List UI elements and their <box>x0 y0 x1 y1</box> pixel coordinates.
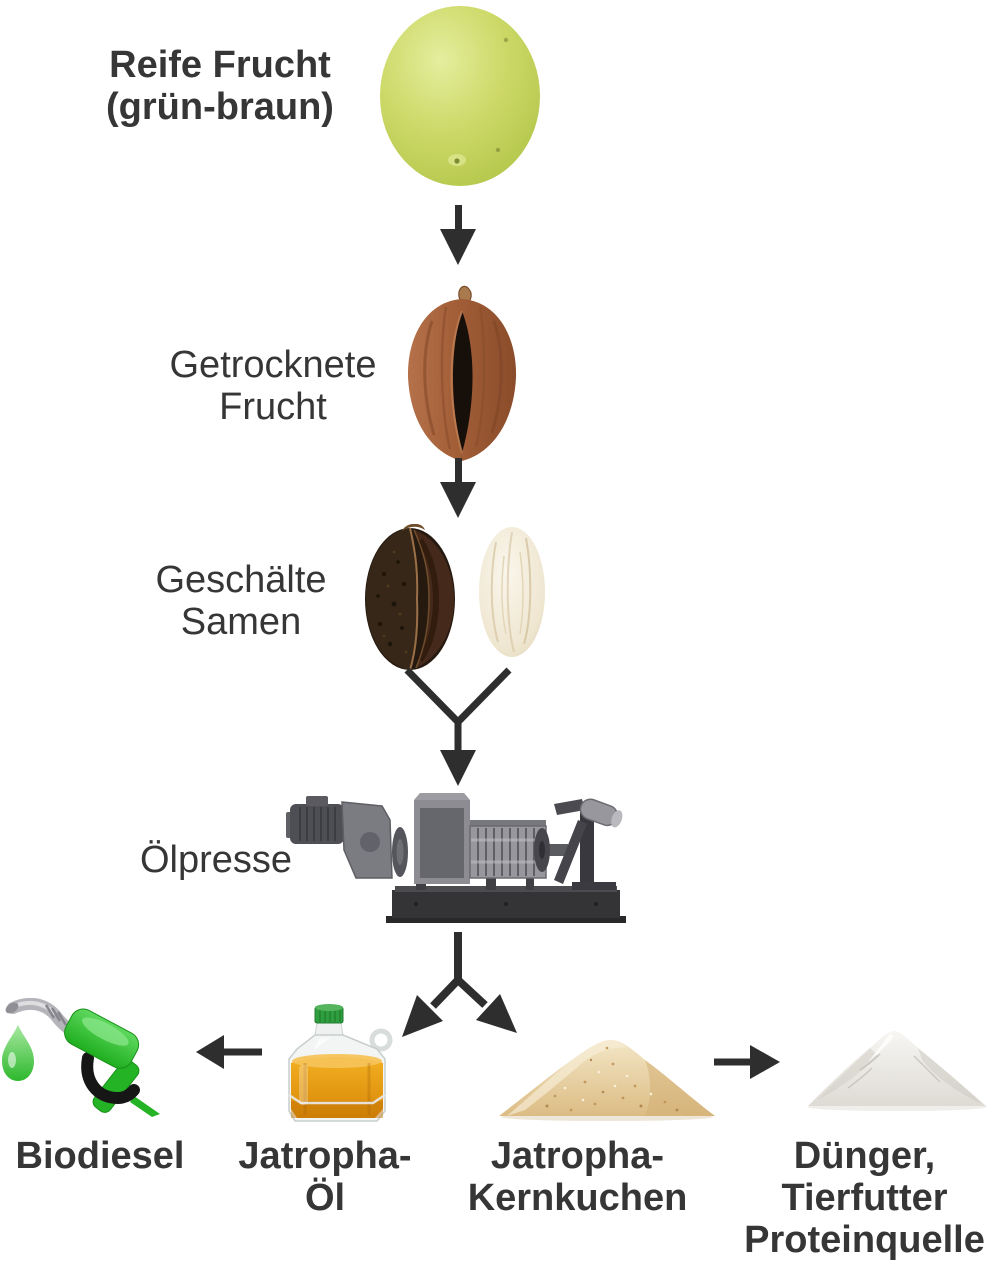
dried-fruit-image <box>407 285 517 461</box>
arrow-down-icon <box>440 458 476 518</box>
white-seed-kernel-image <box>479 527 545 657</box>
output-label-duenger: Dünger, Tierfutter Proteinquelle <box>744 1135 985 1261</box>
arrow-left-icon <box>196 1035 262 1069</box>
stage-label-oil-press: Ölpresse <box>139 839 293 881</box>
ripe-fruit-image <box>380 6 540 186</box>
white-powder-pile-image <box>807 1031 987 1111</box>
dark-seed-husk-image <box>365 524 455 671</box>
stage-label-dried-fruit: Getrocknete Frucht <box>169 344 377 428</box>
oil-press-image <box>286 793 626 923</box>
seed-cake-pile-image <box>499 1040 715 1121</box>
arrow-right-icon <box>714 1045 780 1079</box>
output-label-jatropha-oil: Jatropha- Öl <box>238 1135 412 1219</box>
stage-label-shelled-seeds: Geschälte Samen <box>155 559 327 643</box>
arrow-down-icon <box>440 205 476 265</box>
output-label-kernkuchen: Jatropha- Kernkuchen <box>467 1135 688 1219</box>
oil-bottle-image <box>288 1004 393 1122</box>
stage-label-ripe-fruit: Reife Frucht (grün-braun) <box>106 44 334 128</box>
merge-arrow-icon <box>404 667 512 786</box>
output-label-biodiesel: Biodiesel <box>15 1135 185 1177</box>
fuel-nozzle-image <box>2 998 160 1117</box>
split-arrow-icon <box>402 932 517 1037</box>
